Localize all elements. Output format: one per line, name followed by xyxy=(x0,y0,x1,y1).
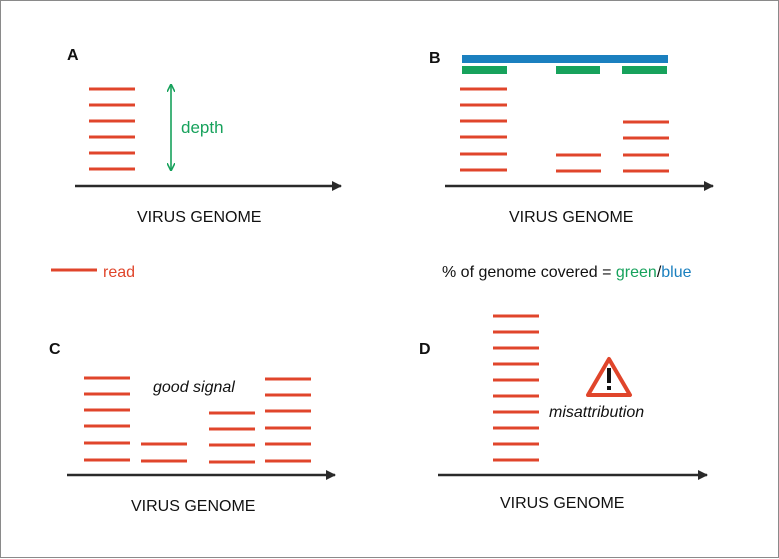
good-signal-note: good signal xyxy=(153,379,235,396)
read-legend-label: read xyxy=(103,264,135,281)
axis-label: VIRUS GENOME xyxy=(131,498,255,515)
covered-segment xyxy=(462,66,507,74)
warning-triangle-icon xyxy=(586,357,632,397)
coverage-prefix: % of genome covered = xyxy=(442,264,616,281)
panel-d-reads xyxy=(493,314,539,462)
panel-c-reads xyxy=(84,376,311,464)
axis-label: VIRUS GENOME xyxy=(137,209,261,226)
panel-a: A depth VIRUS GENOME xyxy=(67,47,342,226)
panel-a-label: A xyxy=(67,47,79,64)
depth-label: depth xyxy=(181,118,224,137)
panel-b-label: B xyxy=(429,50,441,67)
coverage-slash: / xyxy=(657,264,662,281)
panel-c-label: C xyxy=(49,341,61,358)
panel-d: D misattribution VIRUS GENOME xyxy=(419,314,708,512)
panel-b-reads xyxy=(460,87,669,173)
axis-label: VIRUS GENOME xyxy=(509,209,633,226)
genome-length-bar xyxy=(462,55,668,63)
axis-label: VIRUS GENOME xyxy=(500,495,624,512)
panel-c: C good signal VIRUS GENOME xyxy=(49,341,336,515)
coverage-green: green xyxy=(616,264,657,281)
covered-segment xyxy=(556,66,600,74)
coverage-legend: % of genome covered = green/blue xyxy=(442,264,692,281)
read-legend: read xyxy=(51,264,135,281)
panel-d-label: D xyxy=(419,341,431,358)
covered-segment xyxy=(622,66,667,74)
panel-b: B VIRUS GENOME xyxy=(429,50,714,226)
coverage-blue: blue xyxy=(661,264,691,281)
misattribution-note: misattribution xyxy=(549,404,644,421)
panel-a-reads xyxy=(89,87,135,171)
